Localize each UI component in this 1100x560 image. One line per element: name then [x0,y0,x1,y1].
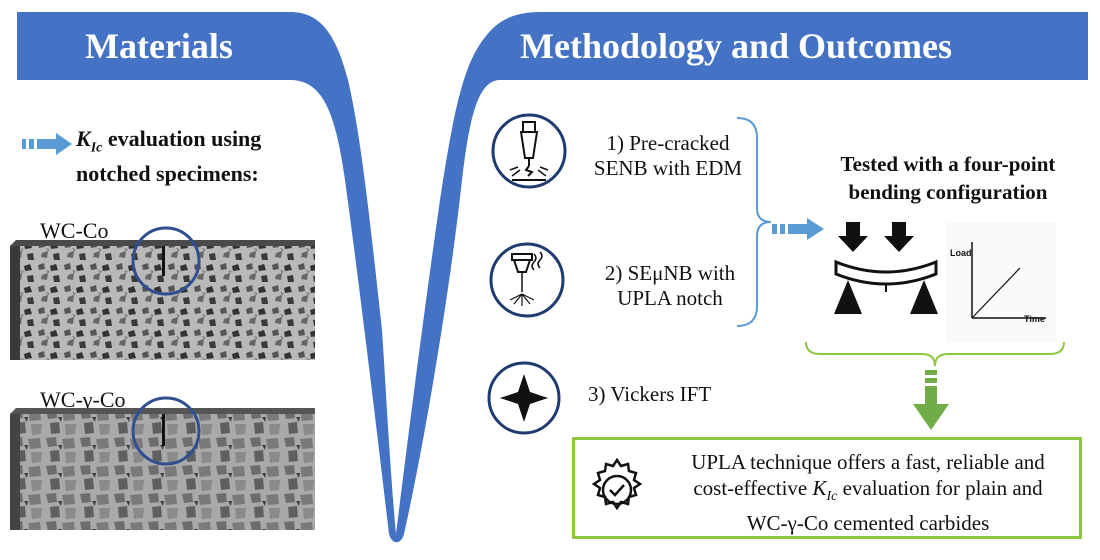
method-1-line2: SENB with EDM [593,156,743,180]
methods-bracket [736,117,772,327]
dashed-arrow-icon [22,133,72,155]
method-1-text: 1) Pre-cracked SENB with EDM [578,131,758,181]
outcome-text: UPLA technique offers a fast, reliable a… [655,449,1081,536]
dashed-arrow-icon-2 [772,218,824,240]
test-title-line1: Tested with a four-point [840,152,1056,176]
method-2-line1: 2) SEμNB with [604,261,736,285]
notch-circle-2 [131,396,201,466]
test-title-line2: bending configuration [848,180,1048,204]
outcome-line2: cost-effective KIc evaluation for plain … [693,476,1043,505]
check-gear-icon [591,457,643,511]
graph-y-label: Load [950,248,972,258]
laser-icon [489,242,565,318]
load-time-axes [971,242,1046,319]
outcome-box: UPLA technique offers a fast, reliable a… [572,437,1082,539]
notch-circle-1 [131,226,201,296]
kic-evaluation-label: KIc evaluation using notched specimens: [76,126,262,187]
green-down-arrow-icon [913,370,949,430]
load-time-graph: Load Time [946,222,1056,342]
specimen-wc-gamma-co-image [10,408,315,530]
method-2-line2: UPLA notch [617,286,723,310]
method-3-text: 3) Vickers IFT [588,382,712,406]
four-point-bending-icon [834,222,938,314]
specimen-label-wc-co: WC-Co [40,218,109,243]
graph-x-label: Time [1024,314,1045,324]
methodology-title: Methodology and Outcomes [520,26,952,66]
specimen-label-wc-gamma-co: WC-γ-Co [40,387,126,412]
materials-title: Materials [85,26,233,66]
test-config-title: Tested with a four-point bending configu… [808,150,1088,206]
results-bracket [805,342,1065,367]
method-1-line1: 1) Pre-cracked [606,131,730,155]
method-2-text: 2) SEμNB with UPLA notch [580,261,760,311]
vickers-indent-icon [487,361,561,435]
specimen-wc-co-image [10,240,315,360]
outcome-line1: UPLA technique offers a fast, reliable a… [691,450,1045,474]
outcome-line3: WC-γ-Co cemented carbides [746,511,990,536]
edm-icon [491,113,567,189]
